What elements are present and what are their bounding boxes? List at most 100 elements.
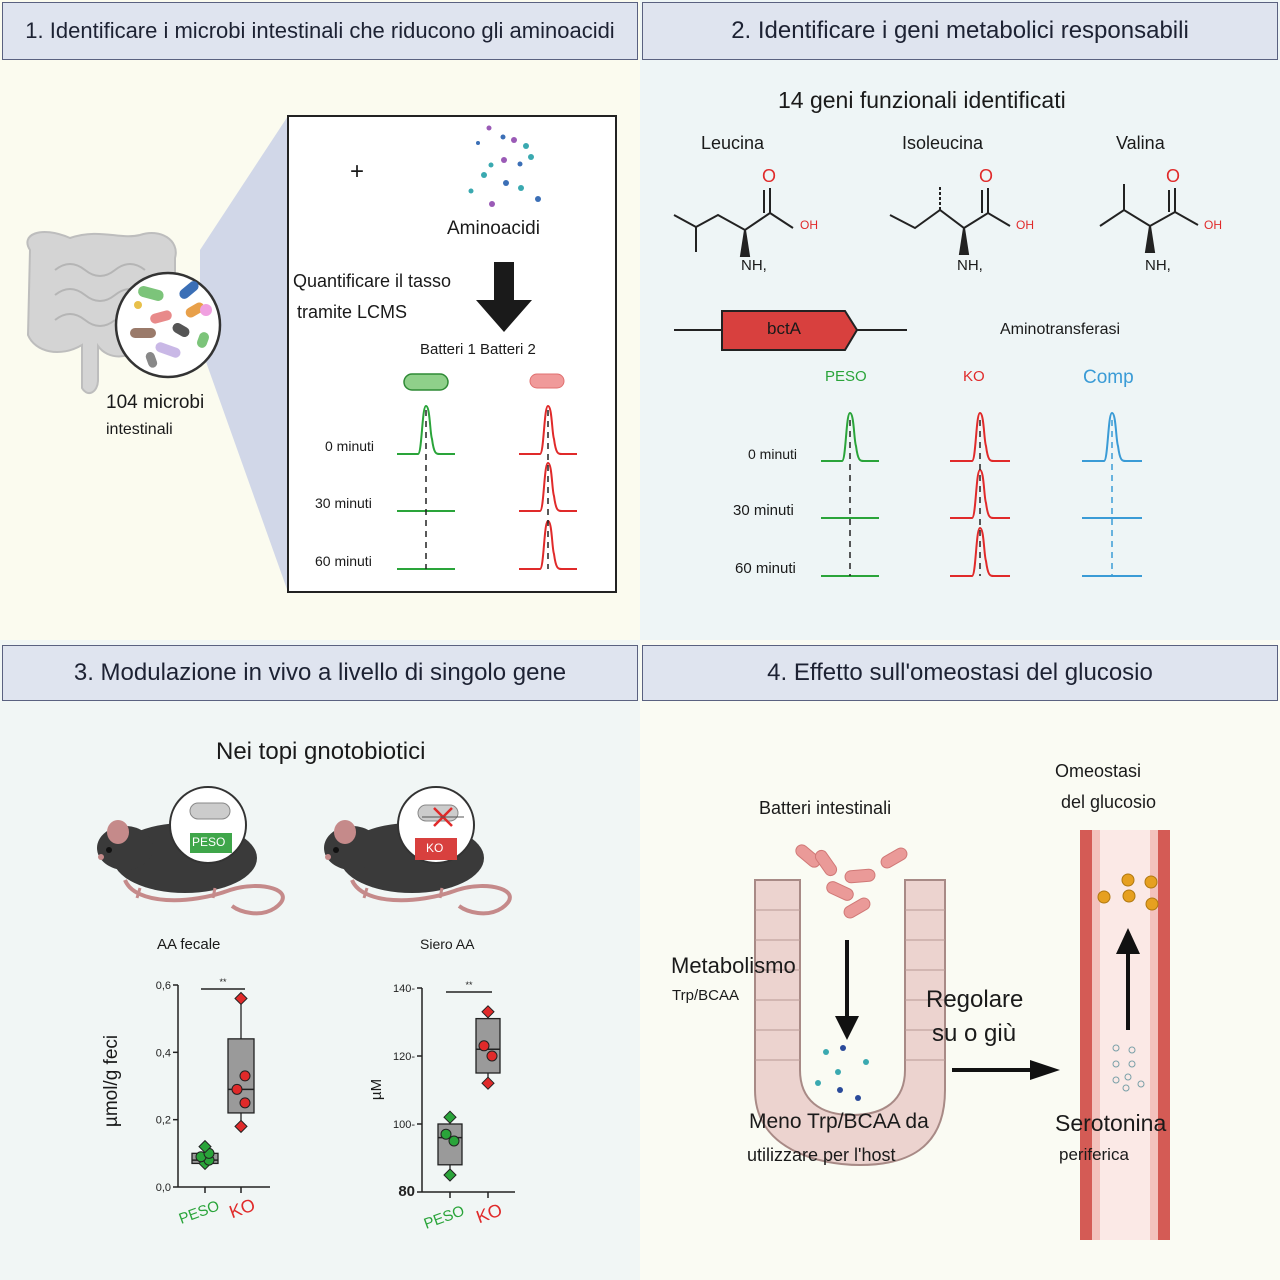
less-label-2: utilizzare per l'host [747, 1145, 896, 1165]
chart2-point-1-0 [481, 1076, 495, 1090]
serotonin-label-1: Serotonina [1055, 1110, 1167, 1136]
intestinal-villus [754, 879, 946, 1167]
panel-2-chromatograms [821, 411, 1142, 577]
plus-sign: + [350, 158, 365, 185]
cond-comp: Comp [1083, 367, 1134, 388]
panel-3-header: 3. Modulazione in vivo a livello di sing… [2, 645, 638, 701]
p1-trace-wt-0 [397, 404, 455, 455]
p1-trace-ko-0 [519, 404, 577, 455]
chart1-point-1-4 [234, 991, 248, 1006]
mouse-ko-icon [324, 820, 512, 916]
ile-NH: NH, [957, 257, 983, 274]
gene-label: bctA [767, 319, 802, 338]
serotonin-label-2: periferica [1059, 1145, 1129, 1164]
chart2-point-1-3 [481, 1005, 495, 1019]
p1-trace-ko-2 [519, 519, 577, 570]
chart1-tick-label-1: 0,2 [156, 1115, 171, 1127]
microbe-cluster-icon [130, 281, 212, 368]
isoleucine-structure [889, 186, 1011, 255]
chart2-point-1-2 [478, 1040, 490, 1052]
chart1-tick-label-3: 0,6 [156, 980, 171, 992]
chart1-sig-label: ** [219, 977, 227, 987]
p2-trace-ko-2 [950, 526, 1010, 577]
zoom-wedge [200, 116, 288, 592]
chart2-point-0-2 [440, 1128, 452, 1140]
right-arrow-icon [1030, 1060, 1060, 1080]
chart1-point-1-2 [231, 1083, 243, 1095]
chart2-point-0-0 [443, 1168, 457, 1182]
amino-acid-dots-icon [468, 125, 541, 207]
chart2-sig-label: ** [465, 980, 473, 990]
metabolite-dots [815, 1045, 869, 1101]
chart2-ylabel: µM [368, 1078, 386, 1101]
p2-trace-comp-0 [1082, 411, 1142, 462]
p2-time-0: 0 minuti [748, 446, 798, 462]
chart2-xlabel-0: PESO [422, 1202, 467, 1232]
ko-badge-label: KO [426, 841, 444, 855]
ko-badge-rect [415, 838, 457, 860]
cond-ko: KO [963, 368, 985, 385]
homeostasis-label-2: del glucosio [1061, 792, 1157, 812]
leu-NH: NH, [741, 257, 767, 274]
leucine-structure [673, 188, 794, 257]
panel-3-subtitle: Nei topi gnotobiotici [216, 738, 426, 765]
chart2-tick-label-0: 80 [398, 1183, 415, 1200]
p2-trace-ko-0 [950, 411, 1010, 462]
chart2-point-0-1 [448, 1135, 460, 1147]
chart2-tick-label-3: 140- [393, 983, 415, 995]
panel-4-graphics [754, 830, 1170, 1240]
valine-structure [1099, 184, 1199, 253]
chart1-point-1-1 [239, 1097, 251, 1109]
chart2-tick-label-1: 100- [393, 1119, 415, 1131]
metabolism-label-1: Metabolismo [671, 953, 796, 978]
p1-time-0: 0 minuti [325, 438, 375, 454]
assay-box [287, 115, 617, 593]
valine-label: Valina [1116, 133, 1165, 153]
leu-O: O [762, 166, 777, 186]
glucose-dots-icon [1097, 873, 1159, 911]
panel-2-header: 2. Identificare i geni metabolici respon… [642, 2, 1278, 60]
leu-OH: OH [800, 218, 818, 232]
bcta-gene-arrow [721, 310, 859, 351]
aminoacids-label: Aminoacidi [447, 218, 540, 239]
panel-1-header: 1. Identificare i microbi intestinali ch… [2, 2, 638, 60]
panel-2-graphics [673, 184, 1199, 577]
panel-4-header: 4. Effetto sull'omeostasi del glucosio [642, 645, 1278, 701]
p1-time-30: 30 minuti [315, 495, 372, 511]
regulate-label-1: Regolare [926, 986, 1024, 1013]
bacteria-1-icon [403, 373, 449, 391]
panel-1-chromatograms [397, 404, 577, 570]
gut-bacteria-icon [795, 844, 908, 919]
serotonin-dots-icon [1112, 1044, 1145, 1092]
val-NH: NH, [1145, 257, 1171, 274]
chart1-xlabel-0: PESO [177, 1197, 222, 1227]
microbe-lens [114, 271, 222, 379]
chart2-tick-label-2: 120- [393, 1051, 415, 1063]
microbes-label-2: intestinali [106, 421, 173, 438]
leucine-label: Leucina [701, 133, 765, 153]
less-label-1: Meno Trp/BCAA da [749, 1110, 929, 1133]
chart1-xlabel-1: KO [227, 1195, 258, 1223]
panel-1-graphics [26, 115, 617, 593]
gut-bacteria-label: Batteri intestinali [759, 798, 892, 818]
process-arrow-icon [476, 262, 532, 332]
chart2-point-0-3 [443, 1110, 457, 1124]
metabolism-label-2: Trp/BCAA [672, 987, 739, 1004]
ile-O: O [979, 166, 994, 186]
chart1-tick-label-0: 0,0 [156, 1182, 171, 1194]
chart1-title: AA fecale [157, 936, 221, 953]
p2-trace-wt-0 [821, 411, 879, 462]
regulate-label-2: su o giù [932, 1020, 1017, 1047]
val-OH: OH [1204, 218, 1222, 232]
panel-4-bg [640, 640, 1280, 1280]
p2-trace-ko-1 [950, 468, 1010, 519]
quantify-label-2: tramite LCMS [297, 302, 408, 322]
isoleucine-label: Isoleucina [902, 133, 984, 153]
quantify-label-1: Quantificare il tasso [293, 271, 452, 291]
val-O: O [1166, 166, 1181, 186]
panel-3-bg [0, 640, 640, 1280]
chart1-point-1-0 [234, 1119, 248, 1134]
p1-time-60: 60 minuti [315, 553, 372, 569]
